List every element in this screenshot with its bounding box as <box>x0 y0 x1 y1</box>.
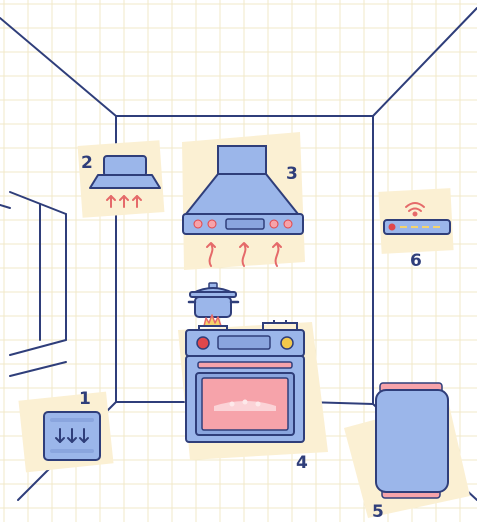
red-knob <box>197 337 209 349</box>
label-2: 2 <box>81 153 93 173</box>
label-1: 1 <box>79 389 91 409</box>
label-4: 4 <box>296 453 308 473</box>
label-6: 6 <box>410 251 422 271</box>
down-arrows-icon <box>56 429 88 442</box>
label-3: 3 <box>286 164 298 184</box>
wifi-router: 6 <box>378 188 453 271</box>
stove-oven: 4 <box>178 283 328 473</box>
wall-vent: 1 <box>18 389 113 472</box>
label-5: 5 <box>372 502 384 522</box>
chimney-range-hood: 3 <box>182 132 305 270</box>
yellow-knob <box>281 337 293 349</box>
small-range-hood: 2 <box>78 140 165 218</box>
